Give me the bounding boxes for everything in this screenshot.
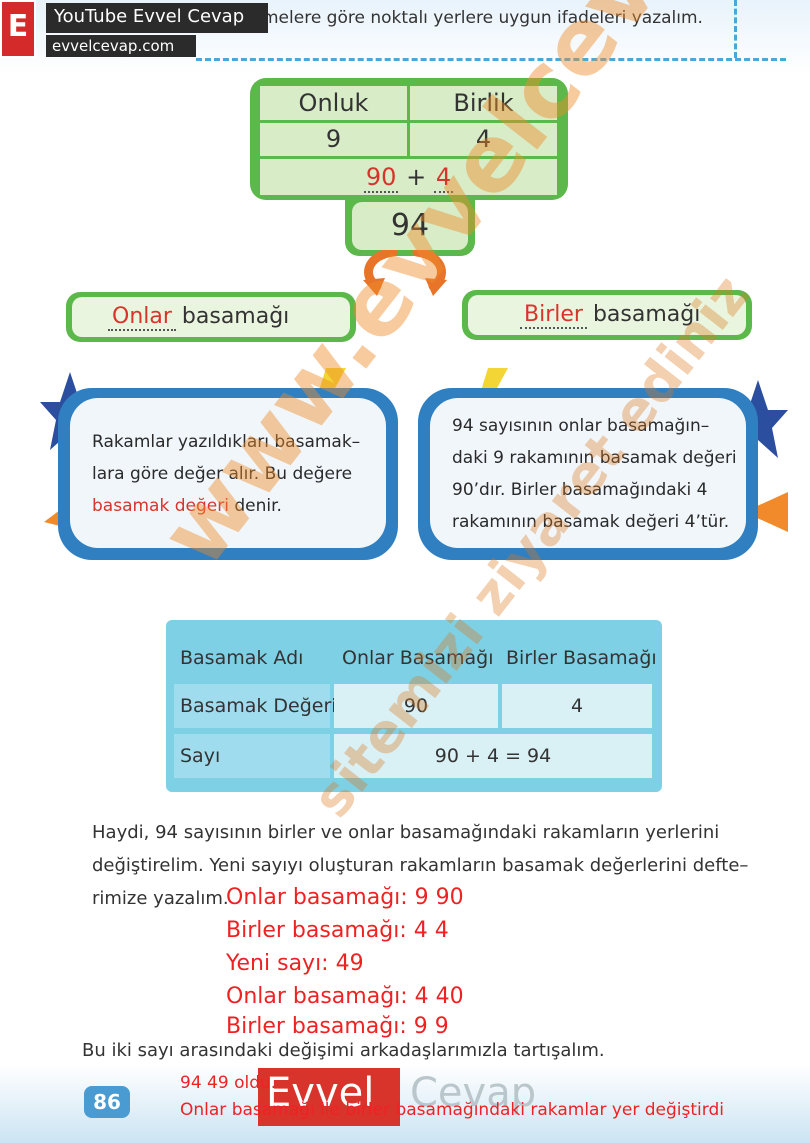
example-box-inner bbox=[430, 398, 746, 548]
tens-place-word: basamağı bbox=[181, 304, 290, 329]
row-value-tens: 90 bbox=[334, 684, 498, 728]
brand-cevap: Cevap bbox=[410, 1070, 537, 1116]
paragraph-line-1: Haydi, 94 sayısının birler ve onlar basa… bbox=[92, 822, 720, 843]
triangle-right-icon bbox=[744, 492, 788, 532]
channel-site: evvelcevap.com bbox=[52, 37, 175, 55]
split-arrows-icon bbox=[363, 250, 447, 296]
ones-digit: 4 bbox=[410, 123, 557, 156]
page-number: 86 bbox=[84, 1086, 130, 1118]
table-header-tens: Onlar Basamağı bbox=[334, 636, 498, 680]
row-number-value: 90 + 4 = 94 bbox=[334, 734, 652, 778]
channel-title-box bbox=[46, 3, 268, 33]
definition-tail: denir. bbox=[228, 496, 282, 516]
row-value-ones: 4 bbox=[502, 684, 652, 728]
dashed-border-right bbox=[734, 0, 737, 58]
table-header-ones: Birler Basamağı bbox=[502, 636, 657, 680]
tens-place-answer: Onlar bbox=[108, 304, 176, 331]
instruction-text: melere göre noktalı yerlere uygun ifadel… bbox=[262, 8, 703, 28]
example-line-2: daki 9 rakamının basamak değeri bbox=[452, 448, 737, 468]
paragraph-line-3: rimize yazalım. bbox=[92, 888, 229, 909]
definition-highlight: basamak değeri bbox=[92, 496, 229, 516]
plus-sign: + bbox=[406, 163, 427, 191]
answer-bottom-2: Onlar basamağı ile birler basamağındaki … bbox=[180, 1100, 724, 1120]
answer-line-3: Yeni sayı: 49 bbox=[226, 951, 364, 976]
channel-title: YouTube Evvel Cevap bbox=[54, 6, 245, 27]
row-value-label: Basamak Değeri bbox=[174, 684, 337, 728]
ones-place-word: basamağı bbox=[592, 302, 701, 327]
definition-line-2: lara göre değer alır. Bu değere bbox=[92, 464, 353, 484]
answer-line-2: Birler basamağı: 4 4 bbox=[226, 918, 449, 943]
table-header-name: Basamak Adı bbox=[174, 636, 330, 680]
expanded-form: 90 + 4 bbox=[260, 159, 557, 195]
example-line-1: 94 sayısının onlar basamağın– bbox=[452, 416, 710, 436]
answer-bottom-1: 94 49 oldu. bbox=[180, 1073, 277, 1093]
tens-digit: 9 bbox=[260, 123, 407, 156]
paragraph-line-2: değiştirelim. Yeni sayıyı oluşturan raka… bbox=[92, 855, 749, 876]
ones-value: 4 bbox=[433, 163, 454, 193]
ones-place-answer: Birler bbox=[520, 302, 587, 329]
channel-site-box bbox=[46, 35, 196, 57]
header-ones: Birlik bbox=[410, 86, 557, 120]
example-line-4: rakamının basamak değeri 4’tür. bbox=[452, 512, 730, 532]
brand-evvel: Evvel bbox=[266, 1070, 375, 1116]
answer-line-5: Birler basamağı: 9 9 bbox=[226, 1014, 449, 1039]
definition-line-1: Rakamlar yazıldıkları basamak– bbox=[92, 432, 361, 452]
bottom-band bbox=[0, 1065, 810, 1143]
header-tens: Onluk bbox=[260, 86, 407, 120]
answer-line-1: Onlar basamağı: 9 90 bbox=[226, 885, 464, 910]
tens-value: 90 bbox=[363, 163, 399, 193]
row-number-label: Sayı bbox=[174, 734, 330, 778]
total-number: 94 bbox=[352, 202, 468, 250]
e-logo: E bbox=[0, 0, 36, 58]
example-line-3: 90’dır. Birler basamağındaki 4 bbox=[452, 480, 708, 500]
brand-box bbox=[258, 1068, 400, 1126]
definition-line-3: basamak değeri denir. bbox=[92, 496, 282, 516]
closing-sentence: Bu iki sayı arasındaki değişimi arkadaşl… bbox=[82, 1040, 605, 1061]
answer-line-4: Onlar basamağı: 4 40 bbox=[226, 984, 464, 1009]
definition-box-inner bbox=[70, 398, 386, 548]
dashed-border-top bbox=[196, 58, 786, 61]
